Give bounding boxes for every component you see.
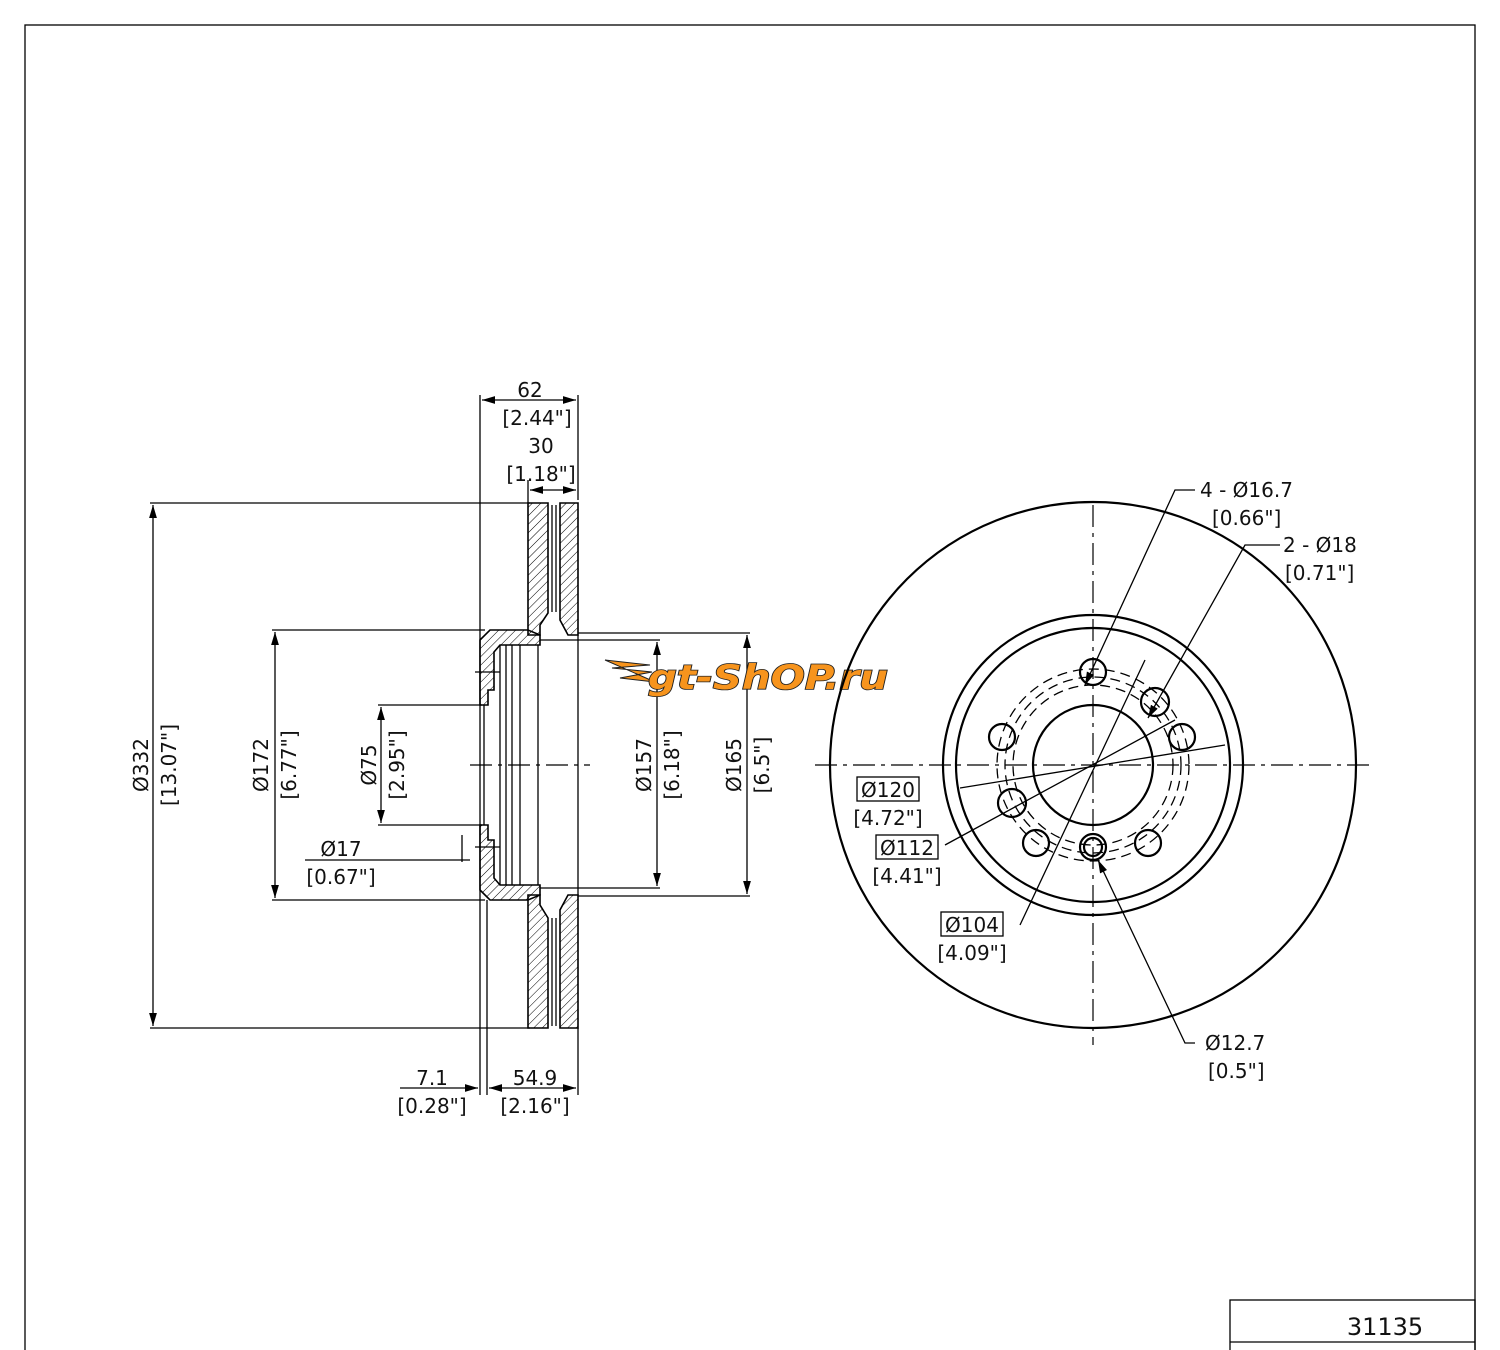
bolt-circle-112-in: [4.41"] xyxy=(872,864,941,888)
bolt-circle-104-in: [4.09"] xyxy=(937,941,1006,965)
dim-157-in: [6.18"] xyxy=(660,730,684,799)
small-hole-label: Ø12.7 xyxy=(1205,1031,1265,1055)
friction-plate-section xyxy=(527,502,549,636)
outer-edge xyxy=(828,500,1358,1030)
hat-section xyxy=(479,824,541,901)
leader-line xyxy=(1147,544,1280,719)
leader-line xyxy=(1097,859,1195,1044)
leader-line xyxy=(959,744,1226,789)
dim-7-1-in: [0.28"] xyxy=(397,1094,466,1118)
bolt-circle-112: Ø112 xyxy=(880,836,934,860)
title-block: 31135 xyxy=(1229,1299,1476,1350)
dim-165: Ø165 xyxy=(722,738,746,792)
bolt-circle-104: Ø104 xyxy=(945,913,999,937)
leader-line xyxy=(1019,659,1146,926)
bolt-circle xyxy=(1004,676,1182,854)
dim-17: Ø17 xyxy=(320,837,361,861)
dim-332-in: [13.07"] xyxy=(157,724,181,806)
dim-54-9: 54.9 xyxy=(513,1066,558,1090)
holes-b-in: [0.71"] xyxy=(1285,561,1354,585)
dim-75-in: [2.95"] xyxy=(385,730,409,799)
dim-172-in: [6.77"] xyxy=(277,730,301,799)
leader-line xyxy=(944,719,1176,846)
dim-165-in: [6.5"] xyxy=(750,737,774,794)
hub-inner xyxy=(954,626,1232,904)
side-section-view: 62 [2.44"] 30 [1.18"] Ø332 [13.07"] Ø172… xyxy=(129,378,774,1118)
dim-75: Ø75 xyxy=(357,744,381,785)
friction-plate-section xyxy=(559,894,579,1029)
dim-30-in: [1.18"] xyxy=(506,462,575,486)
small-hole-in: [0.5"] xyxy=(1208,1059,1265,1083)
hole xyxy=(1167,722,1197,752)
dim-54-9-in: [2.16"] xyxy=(500,1094,569,1118)
dim-7-1: 7.1 xyxy=(416,1066,448,1090)
hole xyxy=(1078,832,1108,862)
holes-a-label: 4 - Ø16.7 xyxy=(1200,478,1293,502)
drawing-frame xyxy=(24,24,1476,1350)
dim-157: Ø157 xyxy=(632,738,656,792)
logo-text: gt-ShOP.ru xyxy=(648,658,888,698)
hole xyxy=(987,722,1017,752)
leader-line xyxy=(1084,489,1195,686)
dim-30: 30 xyxy=(528,434,553,458)
bolt-circle-120-in: [4.72"] xyxy=(853,806,922,830)
dim-62-in: [2.44"] xyxy=(502,406,571,430)
gt-shop-logo: gt-ShOP.ru xyxy=(604,657,889,699)
hub-outer xyxy=(941,613,1245,917)
dim-62: 62 xyxy=(517,378,542,402)
holes-b-label: 2 - Ø18 xyxy=(1283,533,1357,557)
hat-section xyxy=(479,629,541,706)
dim-172: Ø172 xyxy=(249,738,273,792)
dim-332: Ø332 xyxy=(129,738,153,792)
logo-flame-icon xyxy=(604,659,656,683)
label-box xyxy=(856,776,920,802)
hole xyxy=(1082,836,1104,858)
part-number: 31135 xyxy=(1347,1313,1423,1341)
label-box xyxy=(875,834,939,860)
hole xyxy=(1021,828,1051,858)
bolt-circle-120: Ø120 xyxy=(861,778,915,802)
title-block-border xyxy=(1229,1299,1476,1350)
hole xyxy=(1078,657,1108,687)
center-bore xyxy=(1031,703,1155,827)
dim-17-in: [0.67"] xyxy=(306,865,375,889)
holes-a-in: [0.66"] xyxy=(1212,506,1281,530)
hole xyxy=(1133,828,1163,858)
friction-plate-section xyxy=(559,502,579,636)
label-box xyxy=(940,911,1004,937)
friction-plate-section xyxy=(527,894,549,1029)
hole xyxy=(996,787,1028,819)
front-view: 4 - Ø16.7 [0.66"] 2 - Ø18 [0.71"] Ø120 [… xyxy=(815,478,1370,1083)
